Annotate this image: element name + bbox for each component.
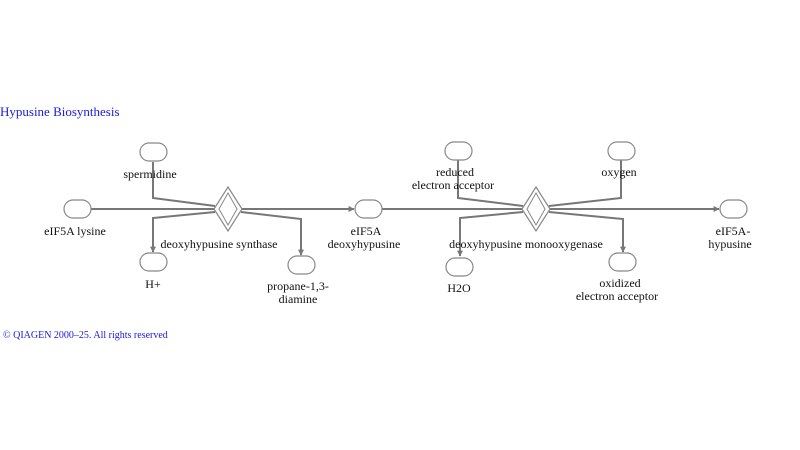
edge-spermidine-to-synthase xyxy=(152,162,216,207)
molecule-node[interactable] xyxy=(287,255,316,275)
edge-reduced-to-monooxygenase xyxy=(457,160,524,207)
copyright-notice[interactable]: © QIAGEN 2000–25. All rights reserved xyxy=(3,330,168,341)
reaction-2-edges xyxy=(382,160,720,257)
pathway-title[interactable]: Hypusine Biosynthesis xyxy=(0,104,120,119)
node-eif5a-hypusine[interactable]: eIF5A- hypusine xyxy=(708,199,752,251)
node-label: eIF5A lysine xyxy=(44,224,106,238)
edge-monooxygenase-to-h2o xyxy=(457,211,524,257)
node-h-plus[interactable]: H+ xyxy=(139,252,168,291)
reaction-1-edges xyxy=(91,162,355,256)
node-propane-diamine[interactable]: propane-1,3- diamine xyxy=(267,255,329,306)
node-label: oxygen xyxy=(601,165,636,179)
node-label: H+ xyxy=(145,277,161,291)
edge-synthase-to-hplus xyxy=(150,211,216,253)
molecule-node[interactable] xyxy=(354,199,383,219)
node-label: electron acceptor xyxy=(412,178,494,192)
node-eif5a-lysine[interactable]: eIF5A lysine xyxy=(44,199,106,238)
node-label: diamine xyxy=(279,292,318,306)
molecule-node[interactable] xyxy=(608,252,637,272)
node-reduced-electron-acceptor[interactable]: reduced electron acceptor xyxy=(412,141,494,192)
node-label: reduced xyxy=(436,165,474,179)
node-label: oxidized xyxy=(599,276,640,290)
node-label: H2O xyxy=(447,281,471,295)
molecule-node[interactable] xyxy=(63,199,92,219)
reaction-deoxyhypusine-synthase[interactable]: deoxyhypusine synthase xyxy=(161,185,278,251)
molecule-node[interactable] xyxy=(607,141,636,161)
molecule-node[interactable] xyxy=(139,142,168,162)
node-label: propane-1,3- xyxy=(267,279,329,293)
reaction-deoxyhypusine-monooxygenase[interactable]: deoxyhypusine monooxygenase xyxy=(449,185,603,251)
node-label: eIF5A xyxy=(351,224,382,238)
reaction-label: deoxyhypusine synthase xyxy=(161,237,278,251)
node-label: deoxyhypusine xyxy=(328,237,401,251)
node-oxidized-electron-acceptor[interactable]: oxidized electron acceptor xyxy=(576,252,658,303)
molecule-node[interactable] xyxy=(445,257,474,277)
molecule-node[interactable] xyxy=(444,141,473,161)
molecule-node[interactable] xyxy=(139,252,168,272)
edge-oxygen-to-monooxygenase xyxy=(548,160,622,207)
node-h2o[interactable]: H2O xyxy=(445,257,474,295)
reaction-label: deoxyhypusine monooxygenase xyxy=(449,237,603,251)
node-eif5a-deoxyhypusine[interactable]: eIF5A deoxyhypusine xyxy=(328,199,401,251)
edge-monooxygenase-to-oxidized xyxy=(548,211,626,253)
node-label: eIF5A- xyxy=(716,224,751,238)
reaction-diamond-inner xyxy=(218,191,238,227)
node-label: spermidine xyxy=(123,167,176,181)
molecule-node[interactable] xyxy=(719,199,748,219)
node-oxygen[interactable]: oxygen xyxy=(601,141,637,179)
edge-synthase-to-diamine xyxy=(240,211,304,256)
node-label: electron acceptor xyxy=(576,289,658,303)
reaction-diamond-inner xyxy=(526,191,546,227)
node-spermidine[interactable]: spermidine xyxy=(123,142,177,181)
node-label: hypusine xyxy=(708,237,751,251)
